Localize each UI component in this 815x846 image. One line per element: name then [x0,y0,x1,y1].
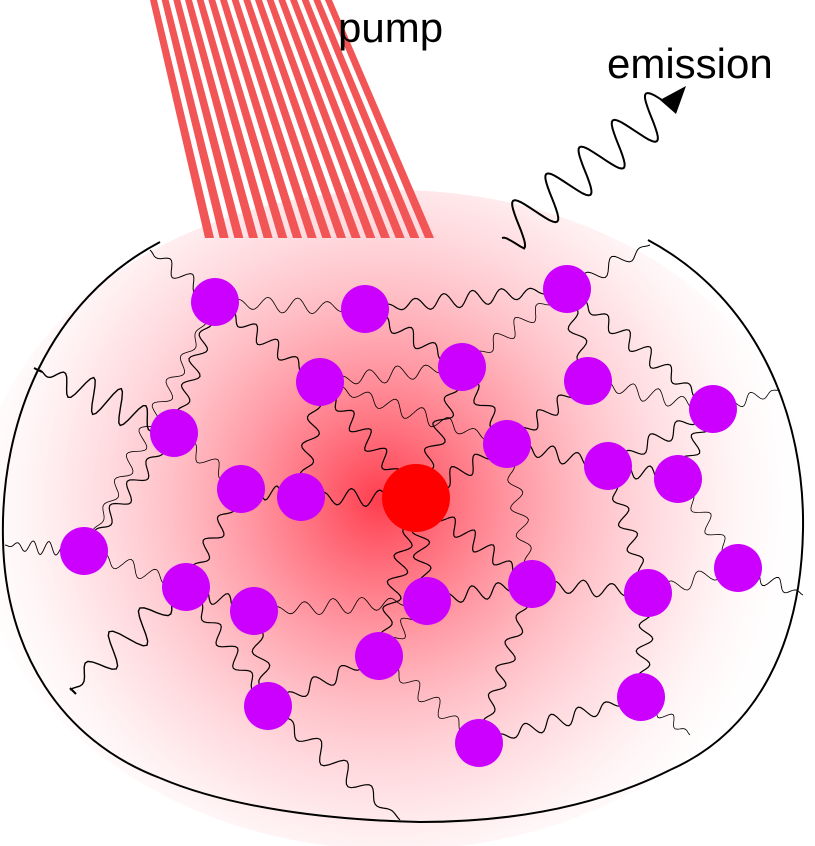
spring-link [478,696,642,744]
pump-beam-stripe [290,0,390,238]
scatterer-particle [150,409,198,457]
scatterer-particle [230,587,278,635]
emission-arrowhead [660,86,686,114]
spring-link [83,432,175,552]
scatterer-particle [341,285,389,333]
scatterer-particle [277,473,325,521]
pump-beam [150,0,434,238]
scatterer-particle [564,357,612,405]
scatterer-particle [355,632,403,680]
emission-label: emission [607,40,773,87]
spring-link [566,288,714,410]
spring-link [214,296,366,315]
scatterer-particle [689,385,737,433]
scatterer-particle [584,442,632,490]
spring-link [254,596,427,616]
scatterer-particle [543,265,591,313]
spring-link [185,586,269,707]
pump-beam-stripe [278,0,376,238]
cavity-wall-bottom [159,769,671,824]
scatterer-particle [403,577,451,625]
spring-link [478,583,533,744]
scatterer-particle [455,719,503,767]
scatterer-particle [217,465,265,513]
scatterer-particle [617,673,665,721]
scatterer-particle [508,560,556,608]
cavity-wall-left [1,241,161,779]
spring-link [83,301,216,552]
pump-beam-stripe [150,0,214,238]
scatterer-particle [162,563,210,611]
scatterer-particle [624,569,672,617]
pump-beam-stripe [325,0,434,238]
scatterer-particle [296,358,344,406]
pump-beam-stripe [266,0,361,238]
pump-beam-stripe [231,0,317,238]
spring-link [320,364,462,385]
scatterer-particles [60,265,762,767]
scatterer-particle [654,455,702,503]
pump-beam-stripe [208,0,288,238]
pump-beam-stripe [255,0,346,238]
scatterer-particle [191,278,239,326]
cavity-wall-right [647,239,805,771]
spring-link [69,586,187,691]
pump-beam-stripe [220,0,302,238]
pump-beam-stripe [313,0,420,238]
spring-link [39,369,175,434]
scatterer-particle [60,527,108,575]
scatterer-particle [483,420,531,468]
spring-link [267,705,401,821]
scatterer-particle [714,544,762,592]
spring-link [364,287,568,311]
scatterer-particle [244,682,292,730]
pump-beam-stripe [185,0,258,238]
pump-beam-stripe [196,0,273,238]
central-emitter-particle [382,464,450,532]
pump-label: pump [338,4,443,51]
scatterer-particle [438,343,486,391]
pump-beam-stripe [243,0,332,238]
spring-link [319,381,508,445]
pump-beam-stripe [173,0,244,238]
pump-beam-stripe [161,0,229,238]
emission-photon-wave [501,91,669,250]
pump-beam-stripe [301,0,405,238]
